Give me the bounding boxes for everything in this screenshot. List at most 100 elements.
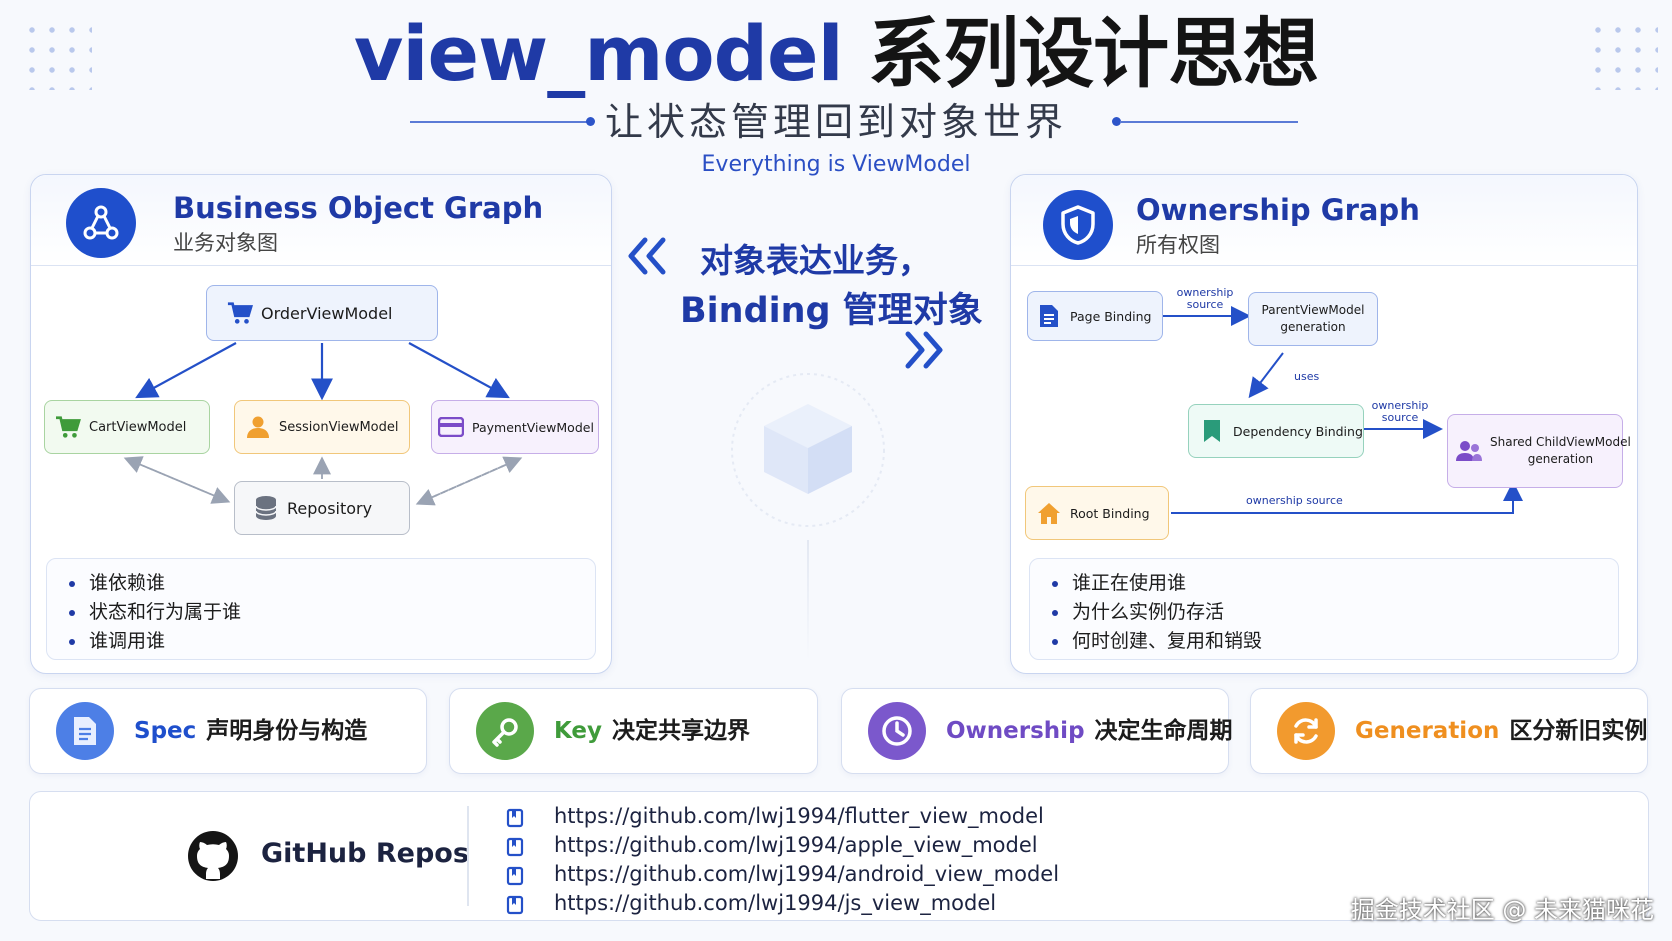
document-icon: [1036, 303, 1062, 329]
github-repos-label: GitHub Repos: [261, 838, 469, 869]
parent-viewmodel-label: ParentViewModel: [1261, 303, 1365, 317]
card-key: Key: [554, 718, 603, 744]
card-key: Ownership: [946, 718, 1085, 744]
spec-card: Spec 声明身份与构造: [29, 688, 427, 774]
repo-link[interactable]: https://github.com/lwj1994/apple_view_mo…: [554, 833, 1038, 857]
order-viewmodel-label: OrderViewModel: [261, 303, 393, 323]
ownership-graph-edges: [1163, 306, 1523, 514]
payment-viewmodel-node: PaymentViewModel: [431, 400, 599, 454]
card-value: 区分新旧实例: [1509, 718, 1648, 744]
user-icon: [245, 414, 271, 440]
bullet-item: 谁调用谁: [65, 627, 595, 656]
subtitle-line-left: [410, 121, 590, 123]
ownership-graph-subtitle: 所有权图: [1136, 233, 1220, 257]
bullet-item: 何时创建、复用和销毁: [1048, 627, 1618, 656]
business-graph-subtitle: 业务对象图: [173, 231, 278, 255]
center-cube-icon: [728, 370, 888, 534]
ownership-card-text: Ownership 决定生命周期: [946, 689, 1233, 773]
refresh-icon: [1277, 702, 1335, 760]
card-key: Spec: [134, 718, 197, 744]
payment-viewmodel-label: PaymentViewModel: [472, 419, 594, 435]
card-value: 声明身份与构造: [206, 718, 368, 744]
subtitle-dot-left: [586, 117, 595, 126]
shared-viewmodel-text: Shared ChildViewModel generation: [1490, 434, 1631, 468]
center-left-chevron-icon: [625, 236, 669, 280]
repo-link[interactable]: https://github.com/lwj1994/android_view_…: [554, 862, 1060, 886]
cart-icon: [227, 300, 253, 326]
users-icon: [1456, 438, 1482, 464]
key-card-text: Key 决定共享边界: [554, 689, 750, 773]
generation-card: Generation 区分新旧实例: [1250, 688, 1648, 774]
title-en: view_model: [353, 9, 844, 98]
card-value: 决定共享边界: [612, 718, 751, 744]
repo-link-icon: [505, 808, 527, 830]
session-viewmodel-label: SessionViewModel: [279, 419, 399, 435]
spec-card-text: Spec 声明身份与构造: [134, 689, 367, 773]
subtitle: 让状态管理回到对象世界: [604, 100, 1067, 144]
business-graph-title: Business Object Graph: [173, 191, 544, 225]
bookmark-icon: [1199, 418, 1225, 444]
repository-node: Repository: [234, 481, 410, 535]
watermark: 掘金技术社区 @ 未来猫咪花: [1350, 896, 1654, 924]
business-graph-panel: Business Object Graph 业务对象图 OrderViewMod…: [30, 174, 612, 674]
repo-link-icon: [505, 895, 527, 917]
document-icon: [56, 702, 114, 760]
repo-link-icon: [505, 837, 527, 859]
decor-dots-right: [1588, 20, 1658, 90]
edge-label-ownership-source-3: ownership source: [1246, 494, 1343, 507]
root-binding-node: Root Binding: [1025, 486, 1169, 540]
edge-label-line: source: [1381, 411, 1419, 424]
ownership-graph-header: Ownership Graph 所有权图: [1011, 175, 1637, 266]
cart-icon: [55, 414, 81, 440]
bullet-item: 为什么实例仍存活: [1048, 598, 1618, 627]
ownership-card: Ownership 决定生命周期: [841, 688, 1233, 774]
page-title: view_model 系列设计思想: [0, 8, 1672, 100]
generation-card-text: Generation 区分新旧实例: [1355, 689, 1647, 773]
github-repos-section: GitHub Repos https://github.com/lwj1994/…: [29, 791, 1649, 921]
shared-viewmodel-label: Shared ChildViewModel: [1490, 435, 1631, 449]
ownership-graph-panel: Ownership Graph 所有权图 ownership source us…: [1010, 174, 1638, 674]
database-icon: [253, 495, 279, 521]
edge-label-line: ownership: [1176, 286, 1234, 299]
card-key: Generation: [1355, 718, 1500, 744]
center-divider: [807, 540, 809, 660]
center-heading-line2: Binding 管理对象: [680, 291, 983, 331]
edge-label-line: ownership: [1371, 399, 1429, 412]
edge-label-ownership-source-1: ownership source: [1174, 287, 1236, 311]
home-icon: [1036, 500, 1062, 526]
center-heading-line1: 对象表达业务，: [700, 241, 931, 280]
cart-viewmodel-node: CartViewModel: [44, 400, 210, 454]
session-viewmodel-node: SessionViewModel: [234, 400, 410, 454]
parent-viewmodel-generation: generation: [1280, 320, 1346, 334]
key-icon: [476, 702, 534, 760]
business-graph-header: Business Object Graph 业务对象图: [31, 175, 611, 266]
ownership-graph-bullets: 谁正在使用谁 为什么实例仍存活 何时创建、复用和销毁: [1029, 558, 1619, 660]
title-zh: 系列设计思想: [868, 9, 1319, 98]
edge-label-line: source: [1186, 298, 1224, 311]
parent-viewmodel-node: ParentViewModel generation: [1248, 292, 1378, 346]
business-graph-bullets: 谁依赖谁 状态和行为属于谁 谁调用谁: [46, 558, 596, 660]
subtitle-row: 让状态管理回到对象世界: [0, 96, 1672, 148]
page-binding-node: Page Binding: [1027, 291, 1163, 341]
root-binding-label: Root Binding: [1070, 505, 1150, 521]
shield-icon: [1043, 190, 1113, 260]
tagline: Everything is ViewModel: [701, 152, 971, 177]
bullet-item: 状态和行为属于谁: [65, 598, 595, 627]
subtitle-dot-right: [1112, 117, 1121, 126]
repo-link[interactable]: https://github.com/lwj1994/js_view_model: [554, 891, 997, 915]
github-icon: [187, 830, 239, 886]
business-graph-edges: [123, 342, 523, 506]
card-value: 决定生命周期: [1094, 718, 1233, 744]
key-card: Key 决定共享边界: [449, 688, 818, 774]
bullet-item: 谁依赖谁: [65, 569, 595, 598]
order-viewmodel-node: OrderViewModel: [206, 285, 438, 341]
cart-viewmodel-label: CartViewModel: [89, 419, 187, 435]
ownership-graph-title: Ownership Graph: [1136, 193, 1420, 227]
repo-link[interactable]: https://github.com/lwj1994/flutter_view_…: [554, 804, 1044, 828]
page-binding-label: Page Binding: [1070, 308, 1152, 324]
repos-divider: [467, 806, 469, 906]
shared-viewmodel-generation: generation: [1527, 452, 1594, 466]
clock-icon: [868, 702, 926, 760]
graph-nodes-icon: [66, 188, 136, 258]
shared-viewmodel-node: Shared ChildViewModel generation: [1447, 414, 1631, 488]
